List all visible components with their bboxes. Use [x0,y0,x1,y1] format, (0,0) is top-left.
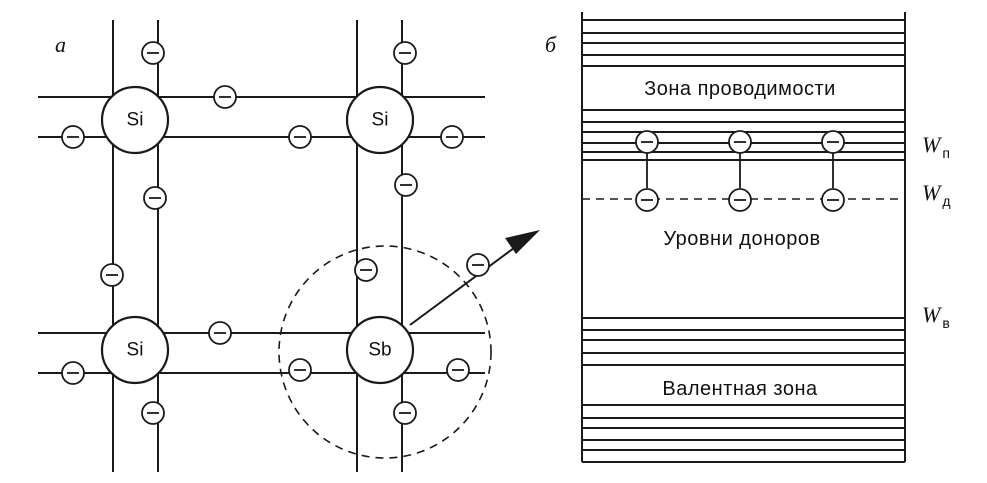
valence-band-lines [582,317,905,451]
electron-minus-icon [61,361,85,385]
svg-text:Sb: Sb [368,340,391,361]
electron-minus-icon [141,41,165,65]
free-electron-arrow [409,230,540,326]
atom-si-top-right: Si [345,85,415,155]
electron-minus-icon [446,358,470,382]
svg-text:Si: Si [127,110,144,131]
band-frame [581,12,906,463]
panel-a-label: а [55,32,66,57]
lattice-electrons [61,41,490,425]
electron-minus-icon [728,188,752,212]
conduction-band-label: Зона проводимости [644,78,836,100]
svg-text:Si: Si [372,110,389,131]
electron-minus-icon [143,186,167,210]
donor-electrons [635,130,845,212]
electron-minus-icon [394,173,418,197]
electron-minus-icon [821,130,845,154]
electron-minus-icon [213,85,237,109]
conduction-band-lines [582,19,905,161]
atom-si-bottom-left: Si [100,315,170,385]
electron-minus-icon [821,188,845,212]
electron-minus-icon [728,130,752,154]
panel-b-label: б [545,32,557,57]
electron-minus-icon [393,41,417,65]
electron-minus-icon [635,130,659,154]
band-panel: б Зона проводимости Уровни доноров Вален… [545,12,951,463]
electron-minus-icon [440,125,464,149]
donor-influence-circle [278,245,492,459]
lattice-panel: а Si Si Si Sb [38,20,540,472]
electron-minus-icon [61,125,85,149]
electron-minus-icon [635,188,659,212]
electron-minus-icon [208,321,232,345]
electron-minus-icon [288,358,312,382]
lattice-bonds [38,20,485,472]
svg-text:Si: Si [127,340,144,361]
electron-minus-icon [141,401,165,425]
electron-minus-icon [288,125,312,149]
donor-levels-label: Уровни доноров [663,228,820,250]
electron-minus-icon [393,401,417,425]
electron-minus-icon [466,253,490,277]
electron-minus-icon [354,258,378,282]
atom-sb-bottom-right: Sb [345,315,415,385]
atom-si-top-left: Si [100,85,170,155]
electron-minus-icon [100,263,124,287]
valence-band-label: Валентная зона [662,378,818,400]
